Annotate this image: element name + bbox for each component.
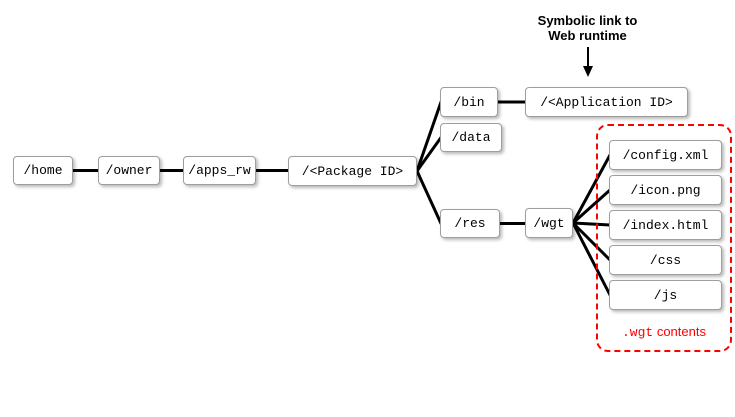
- node-home: /home: [13, 156, 73, 185]
- annotation-line-1: Symbolic link to: [537, 13, 638, 28]
- node-config-xml: /config.xml: [609, 140, 722, 170]
- symbolic-link-annotation: Symbolic link to Web runtime: [505, 13, 670, 43]
- node-apps-rw: /apps_rw: [183, 156, 256, 185]
- annotation-line-2: Web runtime: [548, 28, 627, 43]
- wgt-contents-caption-mono: .wgt: [622, 325, 654, 340]
- wgt-contents-caption: .wgt contents: [596, 324, 732, 340]
- down-arrow-icon: [583, 47, 593, 77]
- wgt-contents-caption-sans: contents: [653, 324, 706, 339]
- node-icon-png: /icon.png: [609, 175, 722, 205]
- node-bin: /bin: [440, 87, 498, 117]
- node-css: /css: [609, 245, 722, 275]
- node-js: /js: [609, 280, 722, 310]
- node-owner: /owner: [98, 156, 160, 185]
- node-application-id: /<Application ID>: [525, 87, 688, 117]
- node-data: /data: [440, 123, 502, 152]
- node-wgt: /wgt: [525, 208, 573, 238]
- node-res: /res: [440, 209, 500, 238]
- node-package-id: /<Package ID>: [288, 156, 417, 186]
- wgt-contents-group-outline: [596, 124, 732, 352]
- node-index-html: /index.html: [609, 210, 722, 240]
